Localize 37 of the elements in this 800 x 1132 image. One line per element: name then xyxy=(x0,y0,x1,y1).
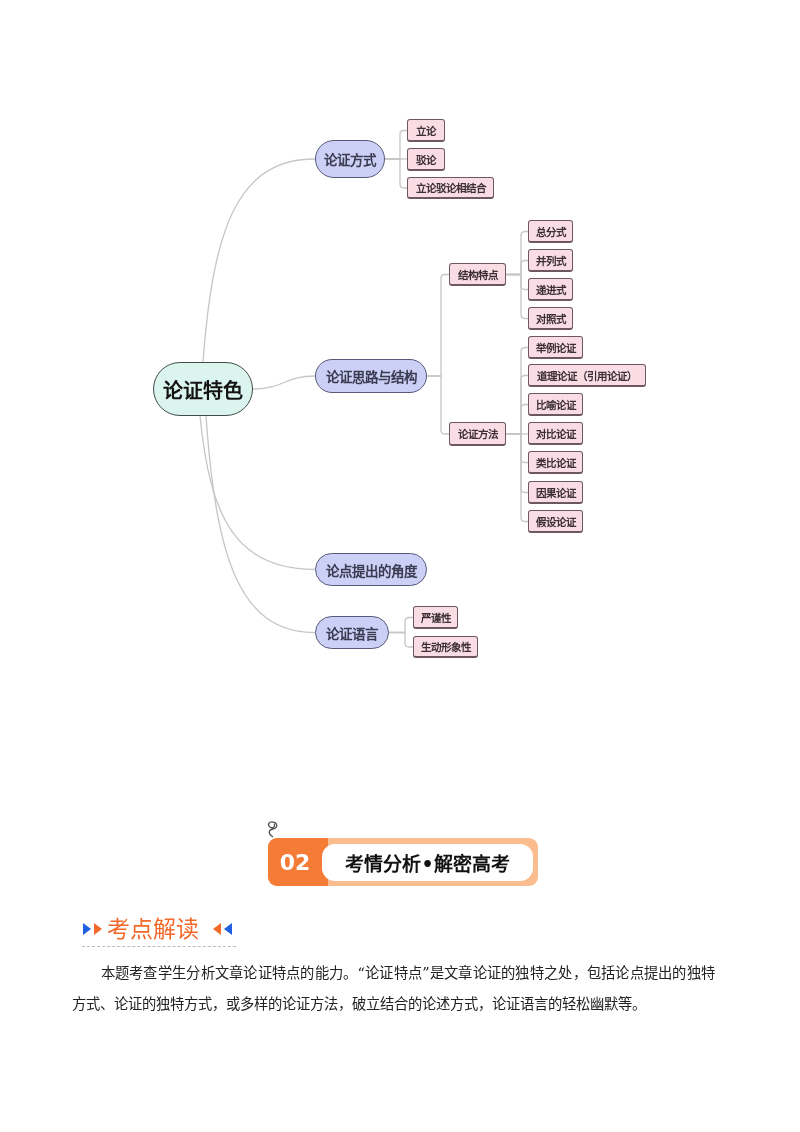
number-badge: 02 xyxy=(268,838,328,886)
connector-line xyxy=(426,375,450,435)
connector-line xyxy=(388,631,414,648)
subtopic-box: 并列式 xyxy=(528,249,573,272)
subtopic-box: 类比论证 xyxy=(528,451,583,474)
subtopic-box: 比喻论证 xyxy=(528,393,583,416)
body-paragraph: 本题考查学生分析文章论证特点的能力。“论证特点”是文章论证的独特之处，包括论点提出的独特方式、论证的独特方式，或多样的论证方法，破立结合的论述方式，论证语言的轻松幽默等。 xyxy=(72,964,715,1014)
subtopic-box: 因果论证 xyxy=(528,481,583,504)
subtopic-box: 生动形象性 xyxy=(413,636,478,658)
section-banner xyxy=(268,838,538,886)
root-topic: 论证特色 xyxy=(153,362,253,416)
connector-line xyxy=(202,158,316,363)
connector-line xyxy=(205,415,316,634)
subtopic-box: 论证方法 xyxy=(449,422,506,446)
subtopic-box: 结构特点 xyxy=(449,263,506,286)
subtopic-box: 道理论证（引用论证） xyxy=(528,364,646,387)
connector-line xyxy=(505,433,529,523)
subtopic-box: 严谨性 xyxy=(413,606,458,629)
section-heading: 考点解读 xyxy=(107,915,199,944)
subtopic-box: 总分式 xyxy=(528,220,573,243)
subtopic-box: 对比论证 xyxy=(528,422,583,445)
subtopic-box: 举例论证 xyxy=(528,336,583,359)
topic-box: 论证思路与结构 xyxy=(315,359,427,393)
topic-box: 论证语言 xyxy=(315,616,389,649)
subtopic-box: 递进式 xyxy=(528,278,573,301)
connector-line xyxy=(505,273,529,320)
topic-box: 论点提出的角度 xyxy=(315,553,427,586)
subtopic-box: 对照式 xyxy=(528,307,573,330)
subtopic-box: 驳论 xyxy=(407,148,445,171)
subtopic-box: 立论 xyxy=(407,119,445,142)
connector-line xyxy=(199,415,316,571)
subtopic-box: 立论驳论相结合 xyxy=(407,177,494,199)
topic-box: 论证方式 xyxy=(315,140,385,178)
connector-line xyxy=(384,158,408,189)
banner-title: 考情分析•解密高考 xyxy=(322,844,533,881)
subtopic-box: 假设论证 xyxy=(528,510,583,533)
connector-line xyxy=(252,375,316,390)
